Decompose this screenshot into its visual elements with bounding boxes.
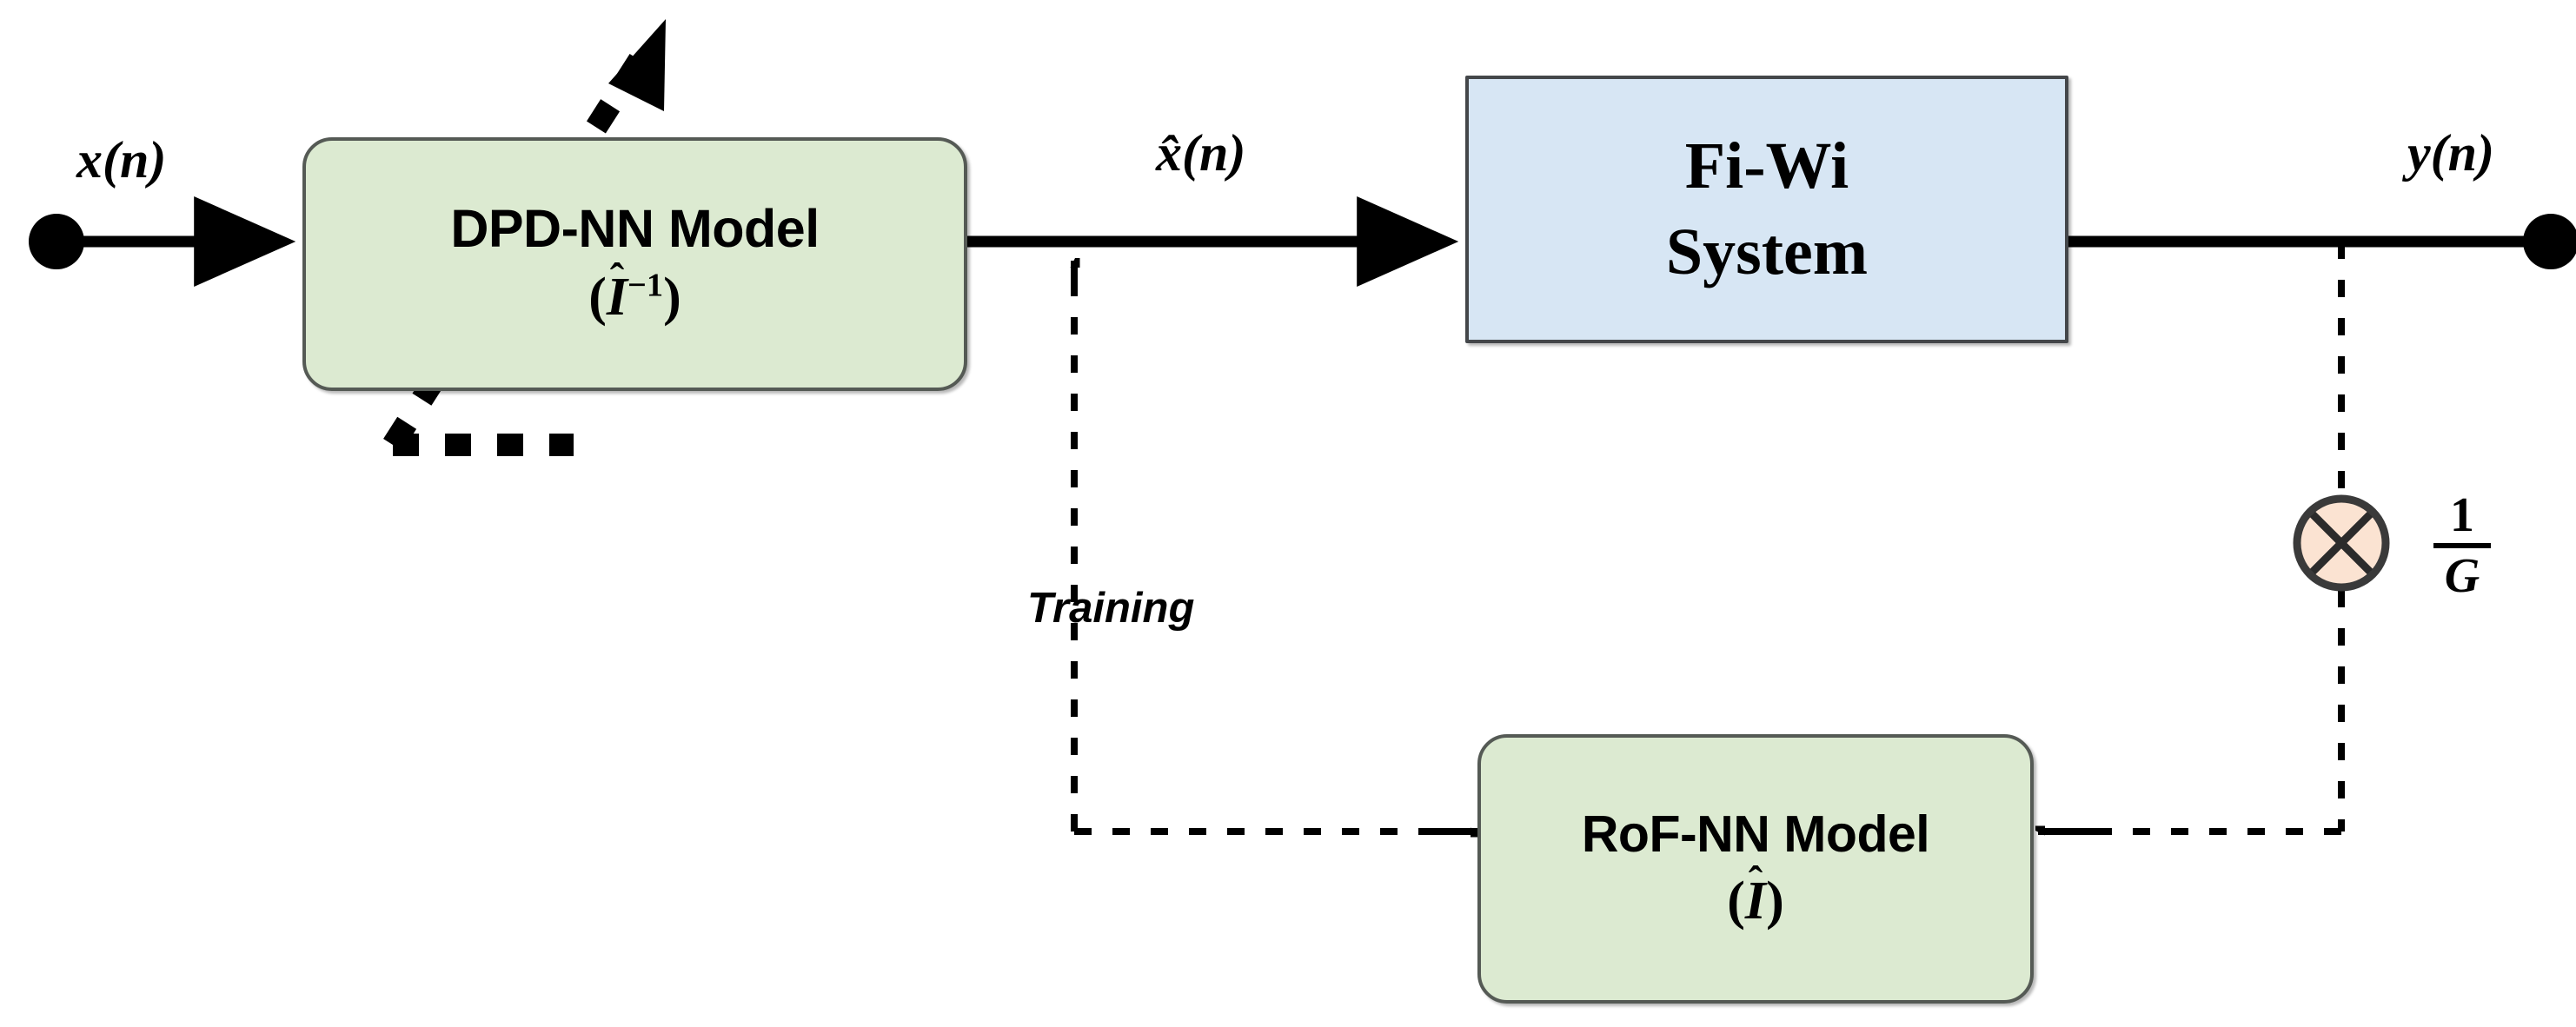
dpd-block-subtitle: (̂I−1) [588,266,681,329]
rof-block-subtitle: (̂I) [1727,870,1783,933]
fiwi-block-title-line-1: Fi-Wi [1684,129,1849,203]
block-rof-nn-model[interactable]: RoF-NN Model (̂I) [1477,734,2034,1004]
rof-subtitle-open-paren: ( [1727,871,1745,931]
multiplier-cross-b [2309,511,2374,575]
label-input-signal: x(n) [76,131,167,189]
block-fiwi-system[interactable]: Fi-Wi System [1465,76,2068,343]
label-training: Training [1027,585,1195,632]
fiwi-block-title-line-2: System [1665,215,1869,288]
gain-denominator: G [2444,549,2480,603]
label-inverse-gain: 1 G [2433,491,2491,600]
label-output-signal: y(n) [2407,124,2494,182]
label-predistorted-signal: x̂(n) [1156,124,1246,182]
output-terminal-dot [2523,214,2576,269]
gain-fraction-bar [2433,543,2491,548]
dpd-subtitle-exponent: −1 [627,267,664,304]
dpd-block-title: DPD-NN Model [450,199,820,259]
dpd-subtitle-symbol-group: ̂I [607,266,627,329]
dpd-subtitle-symbol: I [606,268,628,328]
multiplier-node [2293,494,2390,592]
adaptive-arrow-head [608,19,666,111]
rof-subtitle-symbol-group: ̂I [1745,870,1766,933]
block-dpd-nn-model[interactable]: DPD-NN Model (̂I−1) [302,137,967,391]
gain-numerator: 1 [2450,488,2474,542]
dpd-subtitle-close-paren: ) [663,268,681,328]
rof-subtitle-close-paren: ) [1766,871,1784,931]
rof-block-title: RoF-NN Model [1581,805,1930,863]
dpd-subtitle-open-paren: ( [588,268,607,328]
rof-subtitle-symbol: I [1744,871,1767,931]
